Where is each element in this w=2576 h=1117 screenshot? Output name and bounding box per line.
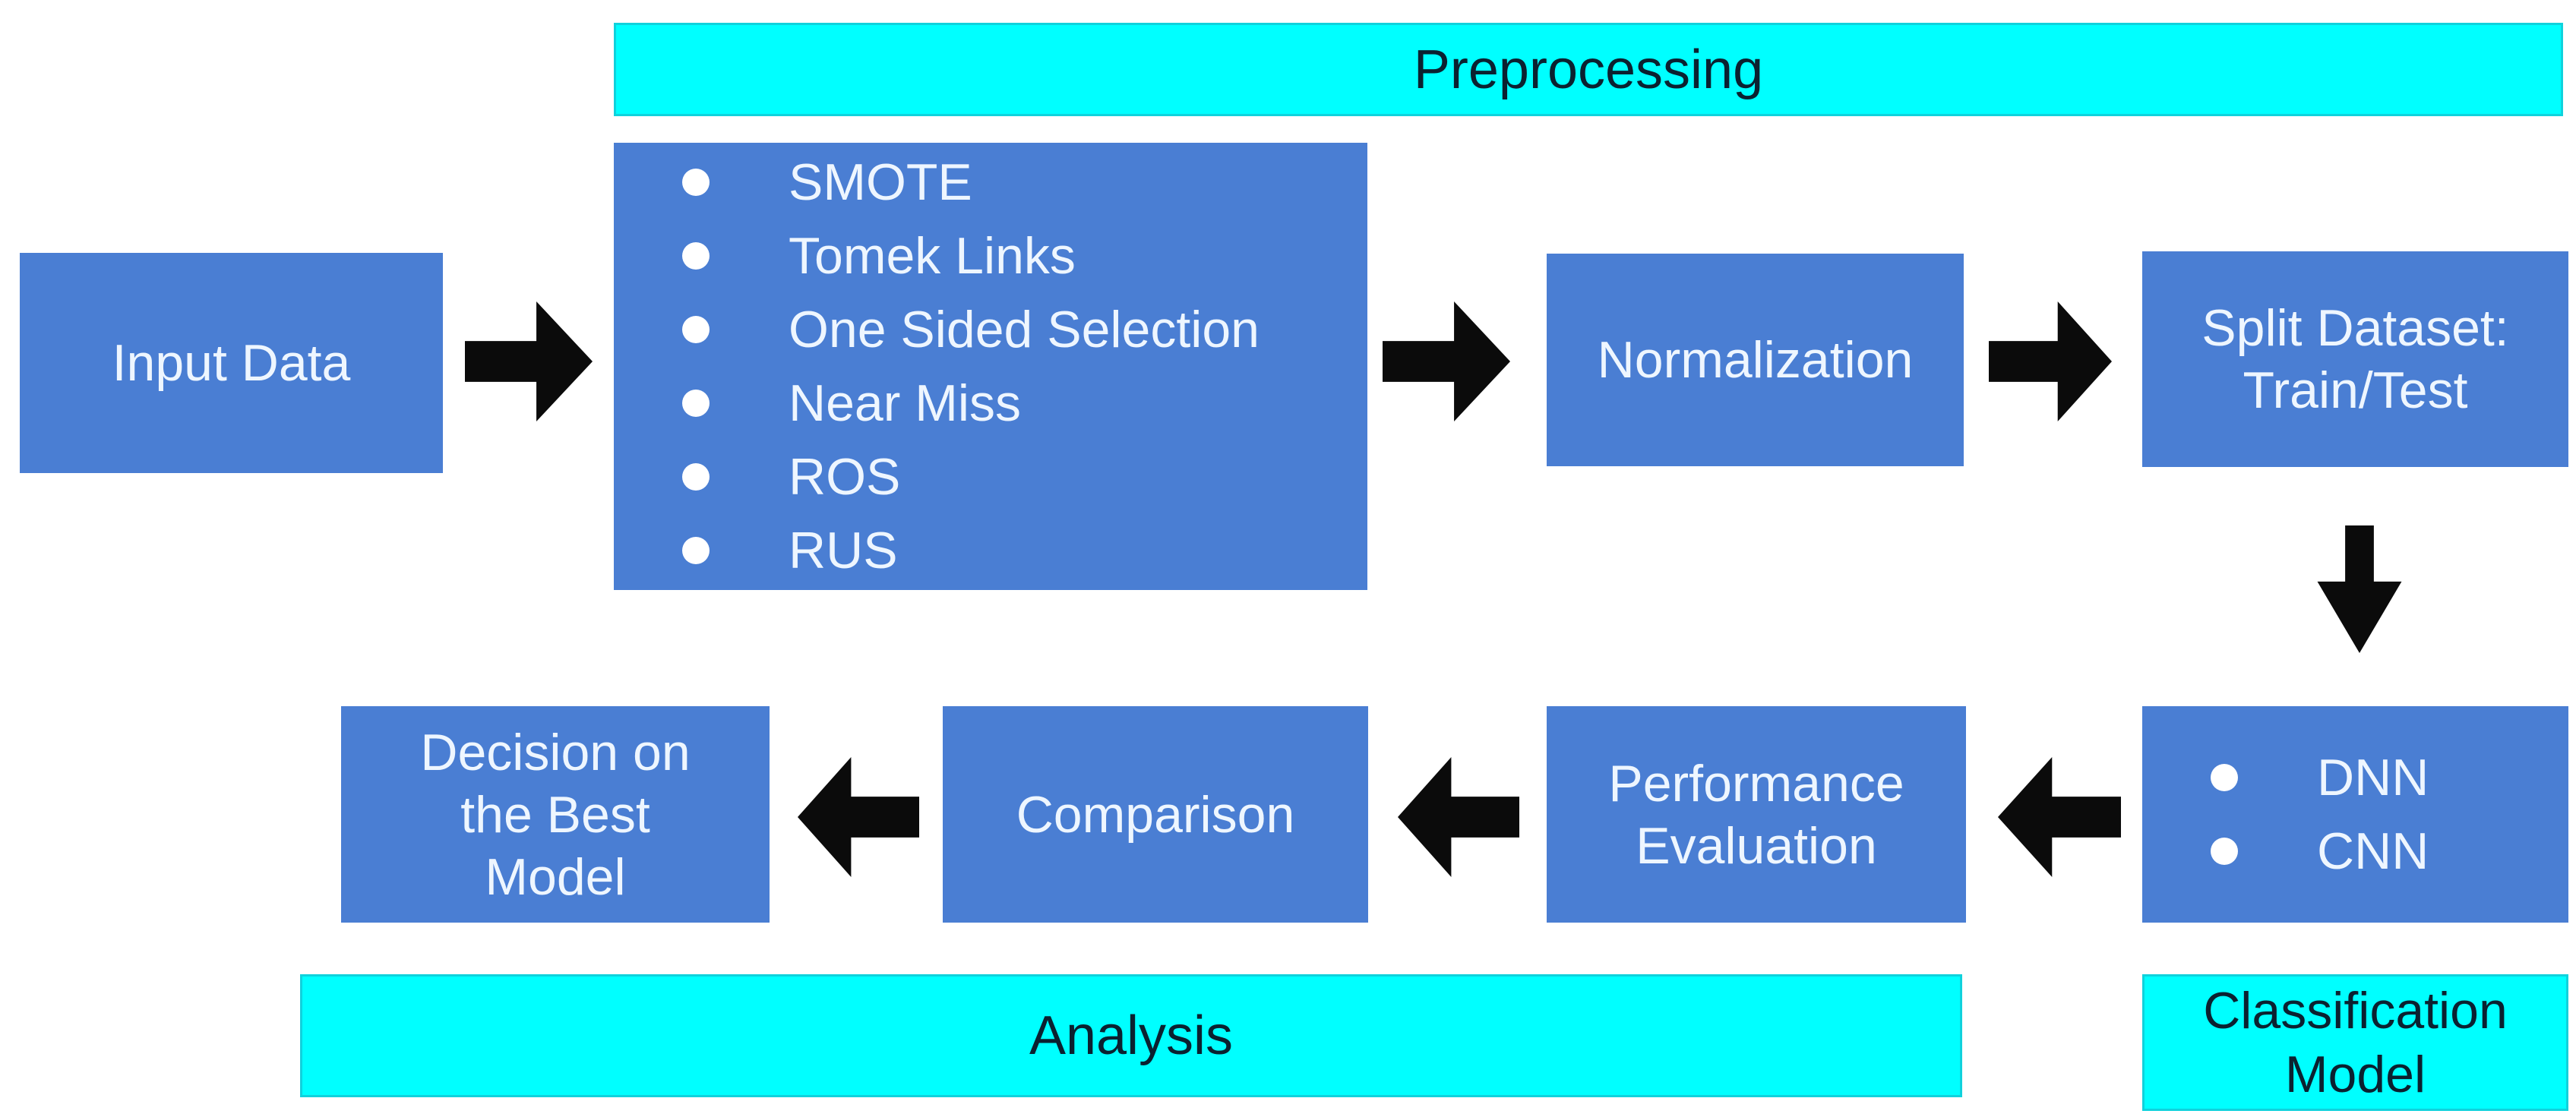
left-arrow-icon bbox=[1398, 757, 1519, 877]
node-performance-evaluation: Performance Evaluation bbox=[1547, 706, 1966, 923]
node-normalization: Normalization bbox=[1547, 254, 1964, 466]
node-split-dataset-line2: Train/Test bbox=[2243, 361, 2468, 419]
bullet-icon bbox=[682, 463, 710, 491]
node-input-data-label: Input Data bbox=[112, 334, 351, 392]
node-classification-models: DNN CNN bbox=[2142, 706, 2568, 923]
list-item: CNN bbox=[2142, 815, 2568, 888]
list-item: One Sided Selection bbox=[614, 293, 1367, 367]
bullet-icon bbox=[682, 537, 710, 564]
node-performance-evaluation-line1: Performance bbox=[1608, 754, 1904, 813]
list-item: SMOTE bbox=[614, 146, 1367, 219]
right-arrow-icon bbox=[465, 301, 593, 421]
bullet-icon bbox=[2211, 838, 2238, 865]
analysis-banner-label: Analysis bbox=[1029, 1005, 1234, 1066]
analysis-banner: Analysis bbox=[300, 974, 1962, 1097]
list-item-label: One Sided Selection bbox=[789, 301, 1260, 358]
node-preprocessing-methods: SMOTE Tomek Links One Sided Selection Ne… bbox=[614, 143, 1367, 590]
classification-model-label: Classification Model bbox=[2142, 974, 2568, 1111]
list-item: DNN bbox=[2142, 741, 2568, 815]
bullet-icon bbox=[2211, 764, 2238, 791]
bullet-icon bbox=[682, 316, 710, 343]
node-decision-best-model: Decision on the Best Model bbox=[341, 706, 770, 923]
node-decision-line3: Model bbox=[485, 847, 626, 906]
down-arrow-icon bbox=[2317, 525, 2402, 653]
node-decision-line1: Decision on bbox=[420, 723, 691, 781]
preprocessing-banner-label: Preprocessing bbox=[1413, 39, 1764, 100]
node-performance-evaluation-line2: Evaluation bbox=[1636, 816, 1877, 875]
bullet-icon bbox=[682, 242, 710, 270]
classification-model-line2: Model bbox=[2284, 1046, 2426, 1103]
list-item-label: RUS bbox=[789, 522, 898, 579]
list-item-label: Near Miss bbox=[789, 374, 1022, 432]
list-item-label: CNN bbox=[2317, 822, 2429, 880]
left-arrow-icon bbox=[1998, 757, 2121, 877]
list-item: Tomek Links bbox=[614, 219, 1367, 293]
list-item: ROS bbox=[614, 440, 1367, 514]
node-split-dataset: Split Dataset: Train/Test bbox=[2142, 251, 2568, 467]
list-item-label: SMOTE bbox=[789, 153, 972, 211]
node-comparison-label: Comparison bbox=[1016, 785, 1295, 844]
list-item-label: ROS bbox=[789, 448, 901, 506]
node-decision-line2: the Best bbox=[460, 785, 650, 844]
node-normalization-label: Normalization bbox=[1597, 331, 1914, 389]
node-comparison: Comparison bbox=[943, 706, 1368, 923]
node-input-data: Input Data bbox=[20, 253, 443, 473]
left-arrow-icon bbox=[798, 757, 919, 877]
list-item-label: DNN bbox=[2317, 749, 2429, 806]
list-item: RUS bbox=[614, 514, 1367, 588]
classification-model-line1: Classification bbox=[2203, 982, 2508, 1040]
preprocessing-banner: Preprocessing bbox=[614, 23, 2563, 116]
right-arrow-icon bbox=[1989, 301, 2112, 421]
node-split-dataset-line1: Split Dataset: bbox=[2201, 299, 2509, 357]
right-arrow-icon bbox=[1383, 301, 1510, 421]
list-item: Near Miss bbox=[614, 367, 1367, 440]
bullet-icon bbox=[682, 169, 710, 196]
list-item-label: Tomek Links bbox=[789, 227, 1076, 285]
bullet-icon bbox=[682, 390, 710, 417]
